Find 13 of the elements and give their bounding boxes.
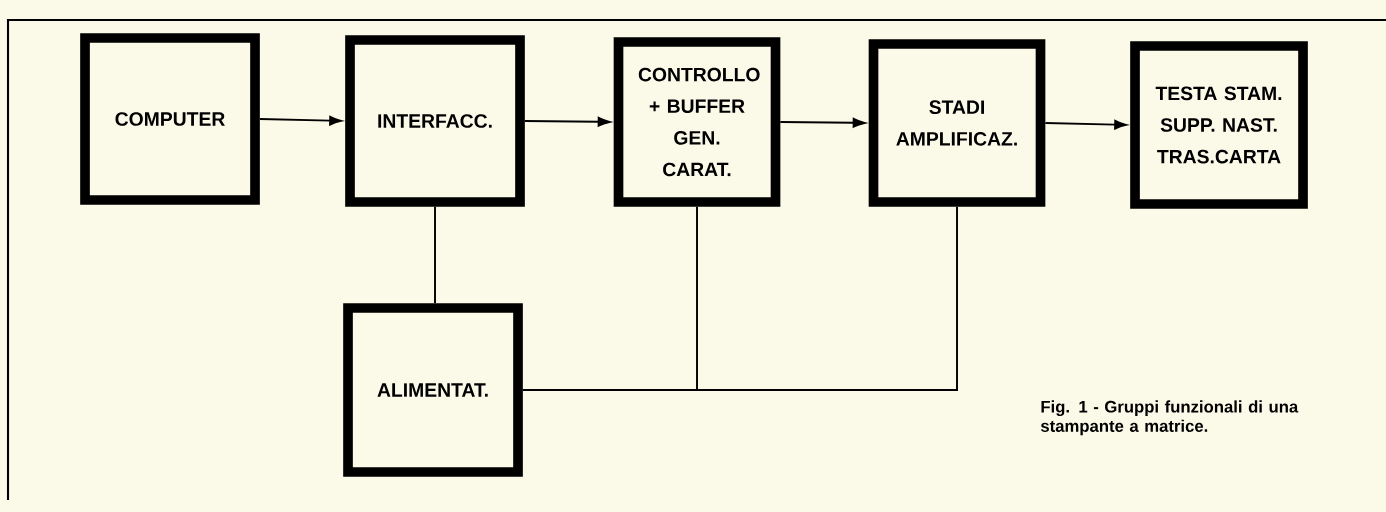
block-box: COMPUTER: [80, 33, 260, 205]
connector: [258, 115, 342, 126]
block-box: ALIMENTAT.: [343, 303, 523, 477]
caption: Fig. 1 - Gruppi funzionali di una stampante a matrice.: [1040, 400, 1299, 436]
connector: [1044, 119, 1127, 130]
block-box: STADI AMPLIFICAZ.: [868, 39, 1046, 207]
block-box: CONTROLLO + BUFFER GEN. CARAT.: [613, 37, 781, 207]
block-box: INTERFACC.: [345, 35, 525, 207]
connector: [779, 117, 866, 128]
connector: [521, 205, 958, 391]
block-box: TESTA STAM. SUPP. NAST. TRAS.CARTA: [1130, 41, 1308, 209]
connector: [434, 205, 436, 305]
connector: [523, 117, 611, 127]
